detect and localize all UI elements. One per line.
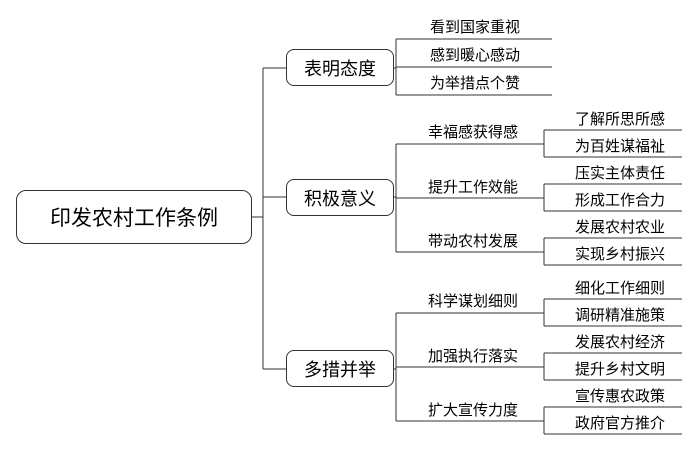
leaf-node: 为举措点个赞 (429, 73, 520, 92)
leaf-node: 了解所思所感 (574, 109, 665, 128)
leaf-node: 宣传惠农政策 (574, 386, 665, 405)
sub-branch-node: 加强执行落实 (427, 346, 518, 365)
leaf-node: 调研精准施策 (574, 305, 665, 324)
leaf-node: 为百姓谋福祉 (574, 136, 665, 155)
leaf-node: 发展农村经济 (574, 332, 665, 351)
branch-node-measures: 多措并举 (286, 350, 394, 387)
sub-branch-node: 提升工作效能 (427, 177, 518, 196)
branch-node-attitude: 表明态度 (286, 49, 394, 86)
leaf-node: 感到暖心感动 (429, 45, 520, 64)
sub-branch-node: 带动农村发展 (427, 231, 518, 250)
root-node: 印发农村工作条例 (16, 190, 252, 244)
branch-node-significance: 积极意义 (286, 179, 394, 216)
leaf-node: 发展农村农业 (574, 217, 665, 236)
leaf-node: 看到国家重视 (429, 17, 520, 36)
sub-branch-node: 科学谋划细则 (427, 291, 518, 310)
leaf-node: 压实主体责任 (574, 163, 665, 182)
leaf-node: 政府官方推介 (574, 413, 665, 432)
leaf-node: 实现乡村振兴 (574, 244, 665, 263)
leaf-node: 形成工作合力 (574, 190, 665, 209)
leaf-node: 提升乡村文明 (574, 359, 665, 378)
leaf-node: 细化工作细则 (574, 278, 665, 297)
sub-branch-node: 幸福感获得感 (427, 122, 518, 141)
sub-branch-node: 扩大宣传力度 (427, 400, 518, 419)
